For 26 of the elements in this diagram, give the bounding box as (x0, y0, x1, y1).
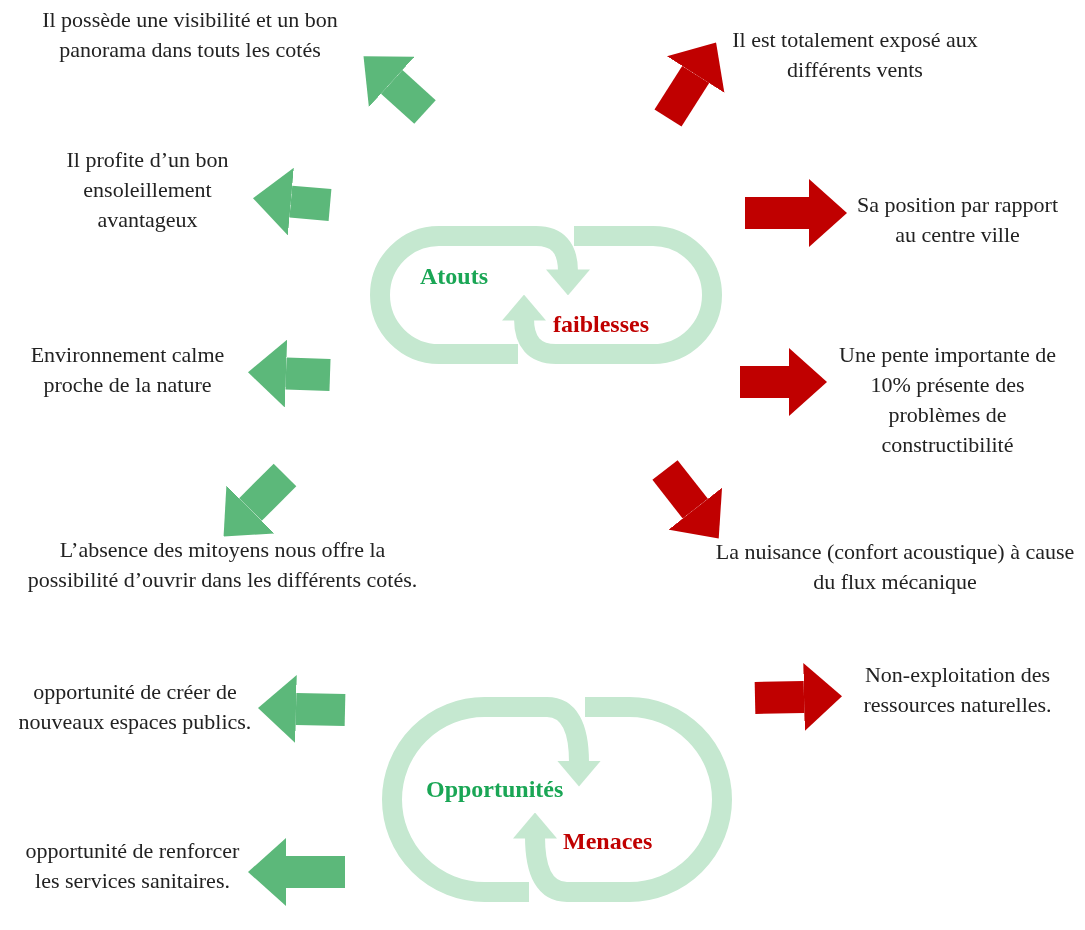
block-arrow (745, 179, 847, 247)
block-arrow (258, 674, 346, 743)
block-arrow (248, 838, 345, 906)
quadrant-title: Menaces (563, 823, 653, 859)
quadrant-title: Opportunités (426, 771, 564, 807)
point-text: Environnement calme proche de la nature (5, 340, 250, 400)
point-text: Il profite d’un bon ensoleillement avantageux (40, 145, 255, 235)
point-text: opportunité de renforcer les services sanitaires. (15, 836, 250, 896)
block-arrow (654, 42, 725, 127)
block-arrow (223, 463, 297, 537)
point-text: Il est totalement exposé aux différents vents (715, 25, 995, 85)
point-text: Une pente importante de 10% présente des problèmes de constructibilité (825, 340, 1070, 460)
block-arrow (248, 339, 331, 408)
point-text: La nuisance (confort acoustique) à cause du flux mécanique (710, 537, 1080, 597)
block-arrow (363, 56, 436, 124)
point-text: opportunité de créer de nouveaux espaces publics. (10, 677, 260, 737)
point-text: Sa position par rapport au centre ville (845, 190, 1070, 250)
point-text: L’absence des mitoyens nous offre la possibilité d’ouvrir dans les différents cotés. (15, 535, 430, 595)
quadrant-title: faiblesses (553, 306, 649, 342)
point-text: Non-exploitation des ressources naturelles. (840, 660, 1075, 720)
point-text: Il possède une visibilité et un bon panorama dans touts les cotés (15, 5, 365, 65)
block-arrow (652, 460, 723, 539)
block-arrow (740, 348, 827, 416)
block-arrow (253, 167, 332, 236)
block-arrow (754, 663, 842, 731)
quadrant-title: Atouts (420, 258, 488, 294)
